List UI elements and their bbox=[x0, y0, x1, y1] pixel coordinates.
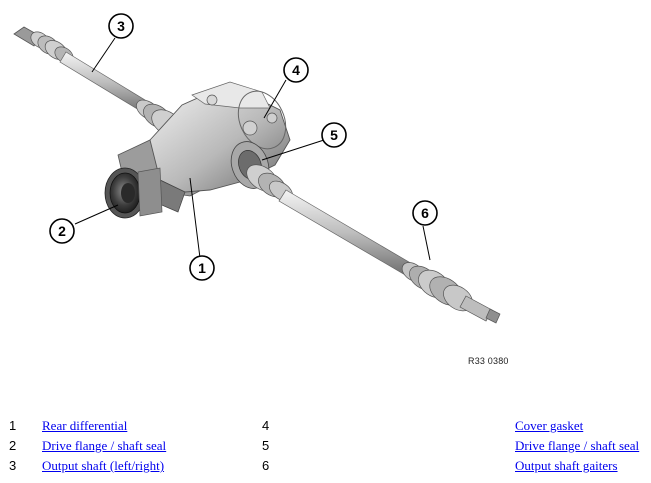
legend-number: 5 bbox=[262, 438, 270, 453]
legend-number: 3 bbox=[9, 458, 17, 473]
exploded-diagram: 3 4 5 6 2 1 R33 0380 bbox=[13, 13, 509, 366]
callout-2-label: 2 bbox=[58, 223, 66, 239]
callout-5-label: 5 bbox=[330, 127, 338, 143]
legend-number: 1 bbox=[9, 418, 17, 433]
callout-4-label: 4 bbox=[292, 62, 300, 78]
legend-link-output-shaft[interactable]: Output shaft (left/right) bbox=[42, 458, 165, 473]
callout-4: 4 bbox=[283, 57, 309, 83]
legend-row: 3 Output shaft (left/right) 6 Output sha… bbox=[0, 458, 651, 476]
legend-row: 2 Drive flange / shaft seal 5 Drive flan… bbox=[0, 438, 651, 456]
legend-link-drive-flange-right[interactable]: Drive flange / shaft seal bbox=[515, 438, 640, 453]
legend-link-output-shaft-gaiters[interactable]: Output shaft gaiters bbox=[515, 458, 618, 473]
left-output-shaft bbox=[13, 26, 183, 137]
callout-1: 1 bbox=[189, 255, 215, 281]
legend-number: 2 bbox=[9, 438, 17, 453]
legend-number: 6 bbox=[262, 458, 270, 473]
callout-1-label: 1 bbox=[198, 260, 206, 276]
callout-3: 3 bbox=[108, 13, 134, 39]
callout-6-label: 6 bbox=[421, 205, 429, 221]
callout-5: 5 bbox=[321, 122, 347, 148]
legend-row: 1 Rear differential 4 Cover gasket bbox=[0, 418, 651, 436]
callout-2: 2 bbox=[49, 218, 75, 244]
right-output-shaft bbox=[246, 164, 501, 324]
left-drive-flange bbox=[104, 167, 163, 219]
legend-link-cover-gasket[interactable]: Cover gasket bbox=[515, 418, 584, 433]
callout-3-label: 3 bbox=[117, 18, 125, 34]
callout-6: 6 bbox=[412, 200, 438, 226]
leader-lines bbox=[74, 37, 431, 261]
figure-code: R33 0380 bbox=[468, 356, 509, 366]
legend-number: 4 bbox=[262, 418, 270, 433]
rear-axle-illustration: 3 4 5 6 2 1 bbox=[13, 13, 501, 324]
legend-link-rear-differential[interactable]: Rear differential bbox=[42, 418, 128, 433]
legend-link-drive-flange-left[interactable]: Drive flange / shaft seal bbox=[42, 438, 167, 453]
